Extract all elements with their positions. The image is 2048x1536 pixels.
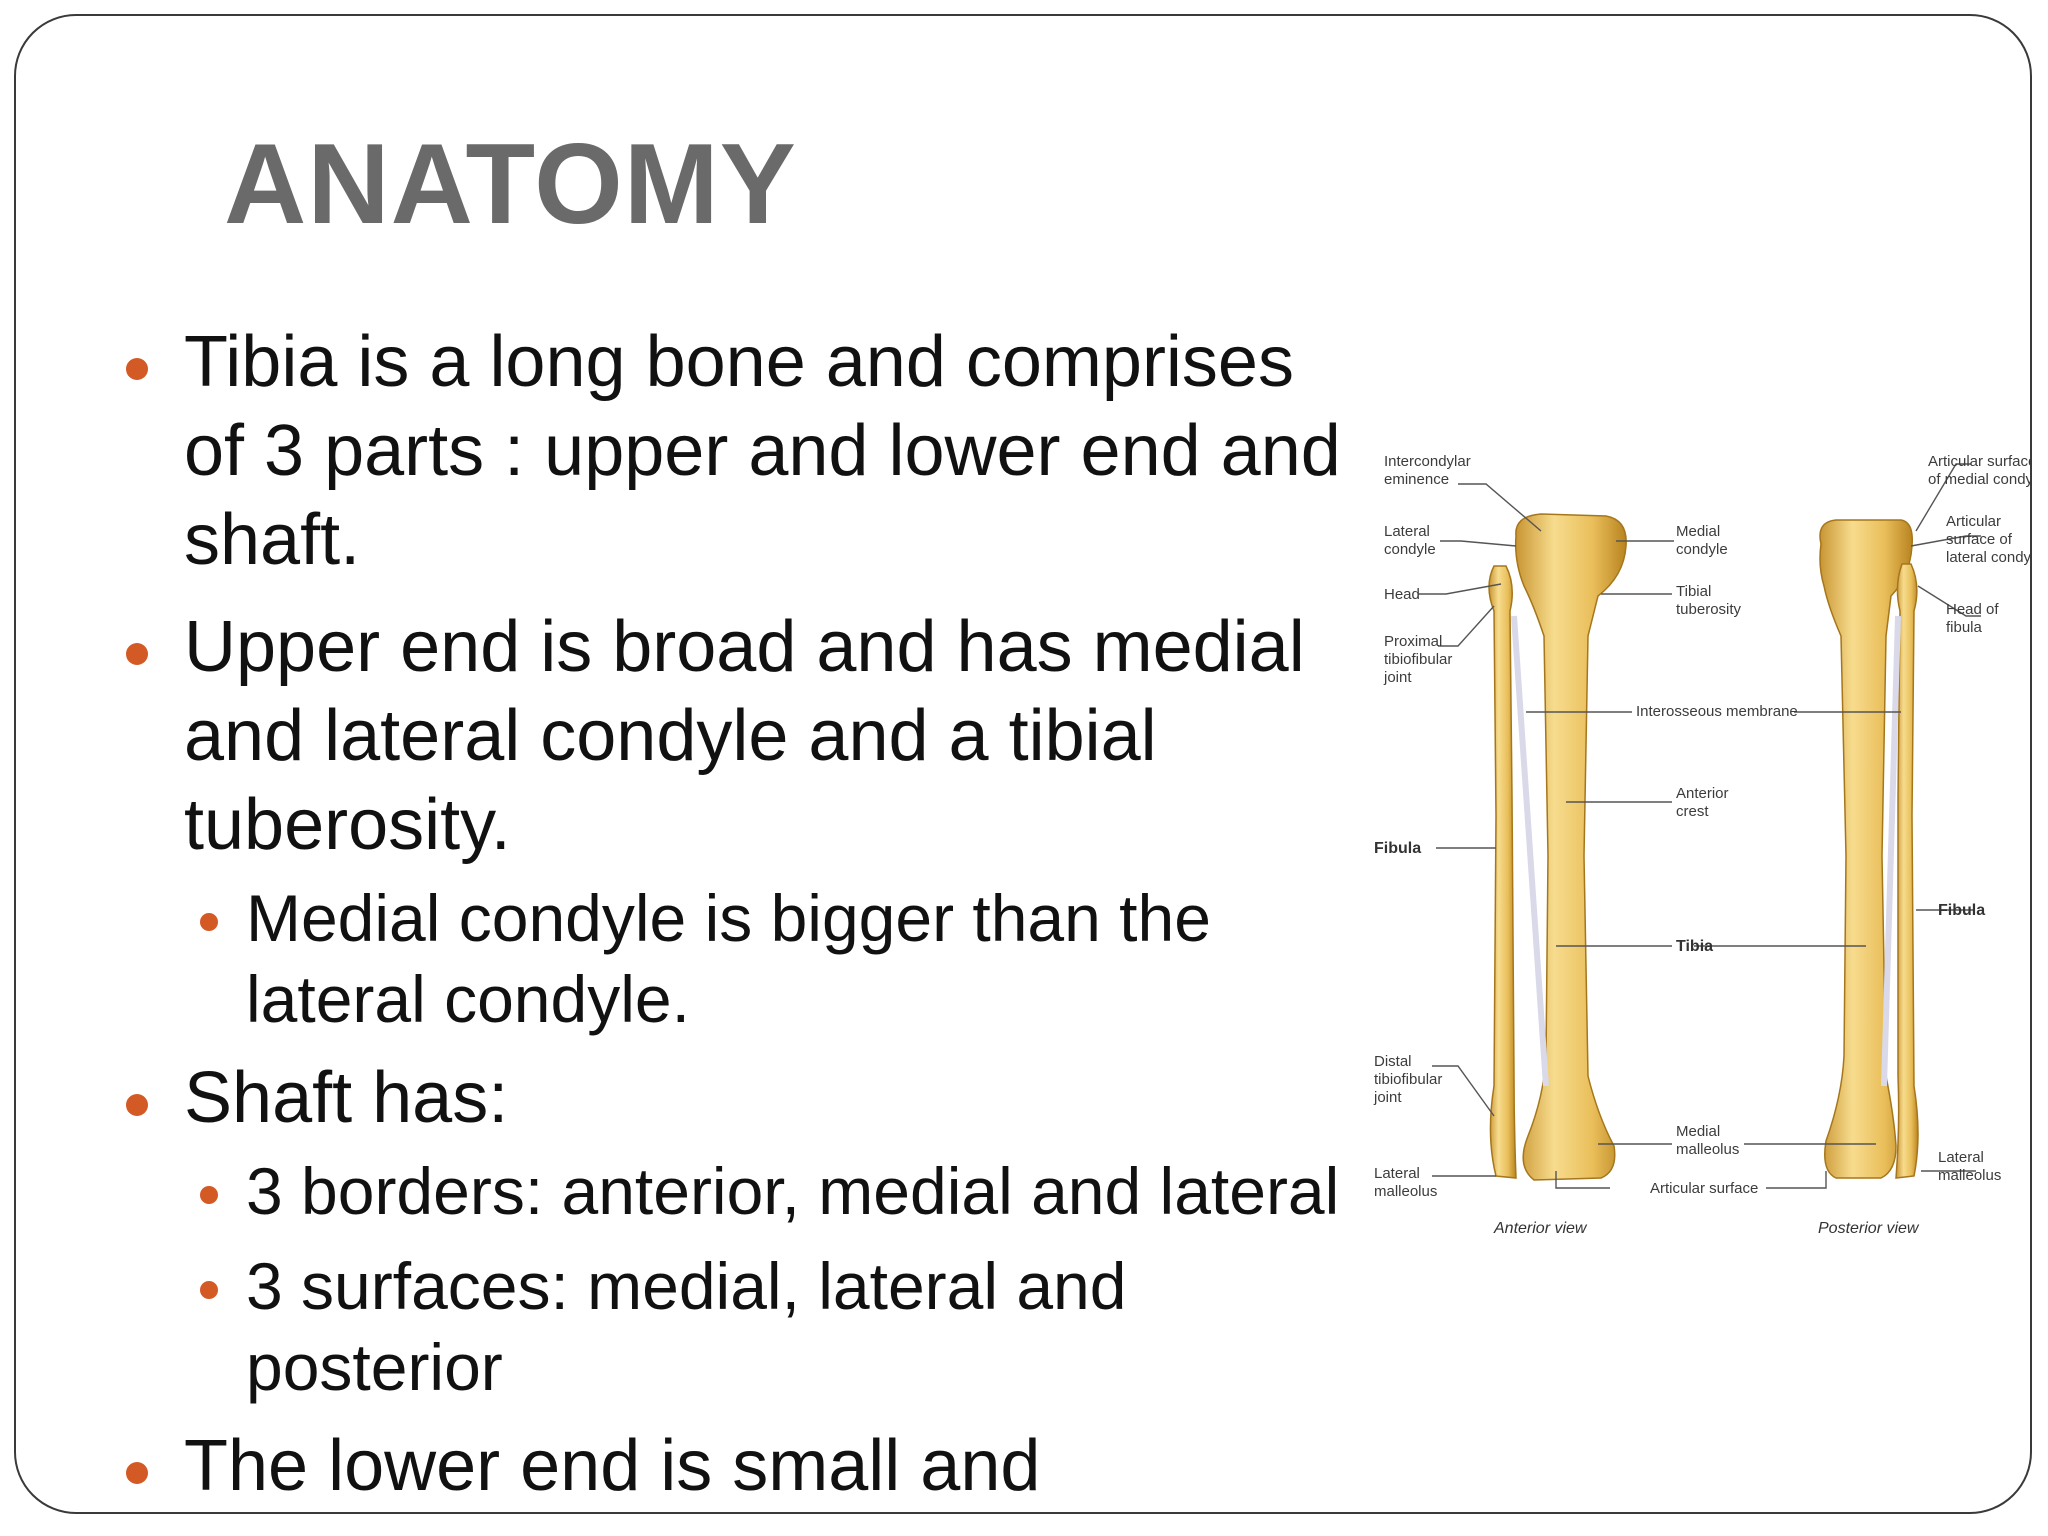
sub-bullet-text: 3 borders: anterior, medial and lateral — [246, 1154, 1340, 1228]
slide-frame: ANATOMY Tibia is a long bone and compris… — [14, 14, 2032, 1514]
label-fibula-left: Fibula — [1374, 840, 1421, 857]
bullet-text: Upper end is broad and has medial and la… — [184, 607, 1305, 865]
posterior-view-bones — [1819, 519, 1919, 1179]
sub-bullet-item: 3 surfaces: medial, lateral and posterio… — [120, 1246, 1360, 1408]
bullet-text: Tibia is a long bone and comprises of 3 … — [184, 322, 1341, 580]
bullet-dot-icon — [126, 358, 148, 380]
anterior-view-bones — [1488, 513, 1627, 1181]
sub-bullet-item: 3 borders: anterior, medial and lateral — [120, 1151, 1360, 1232]
bullet-dot-icon — [200, 913, 218, 931]
sub-bullet-item: Medial condyle is bigger than the latera… — [120, 878, 1360, 1040]
anterior-fibula — [1488, 565, 1517, 1179]
caption-posterior-view: Posterior view — [1818, 1220, 1920, 1237]
caption-anterior-view: Anterior view — [1493, 1220, 1588, 1237]
bullet-item: Shaft has: — [120, 1054, 1360, 1143]
bullet-text: Shaft has: — [184, 1058, 509, 1138]
anterior-tibia — [1514, 513, 1627, 1181]
sub-bullet-text: 3 surfaces: medial, lateral and posterio… — [246, 1249, 1127, 1404]
bullet-dot-icon — [126, 1094, 148, 1116]
bullet-dot-icon — [126, 1462, 148, 1484]
label-articular-surface: Articular surface — [1650, 1180, 1758, 1197]
bullet-dot-icon — [200, 1186, 218, 1204]
bullet-dot-icon — [200, 1281, 218, 1299]
bullet-text: The lower end is small and — [184, 1426, 1041, 1506]
label-head: Head — [1384, 586, 1420, 603]
bullet-item: Upper end is broad and has medial and la… — [120, 603, 1360, 870]
leader-lines — [1418, 463, 1981, 1189]
bullet-dot-icon — [126, 643, 148, 665]
slide-title: ANATOMY — [224, 121, 797, 248]
bullet-item: Tibia is a long bone and comprises of 3 … — [120, 318, 1360, 585]
bullet-item: The lower end is small and — [120, 1422, 1360, 1511]
label-interosseous-membrane: Interosseous membrane — [1636, 703, 1798, 720]
bullet-list: Tibia is a long bone and comprises of 3 … — [120, 318, 1360, 1511]
posterior-tibia — [1819, 519, 1914, 1179]
posterior-fibula — [1895, 563, 1919, 1179]
label-fibula-right: Fibula — [1938, 902, 1985, 919]
sub-bullet-text: Medial condyle is bigger than the latera… — [246, 881, 1211, 1036]
label-tibia: Tibia — [1676, 938, 1713, 955]
